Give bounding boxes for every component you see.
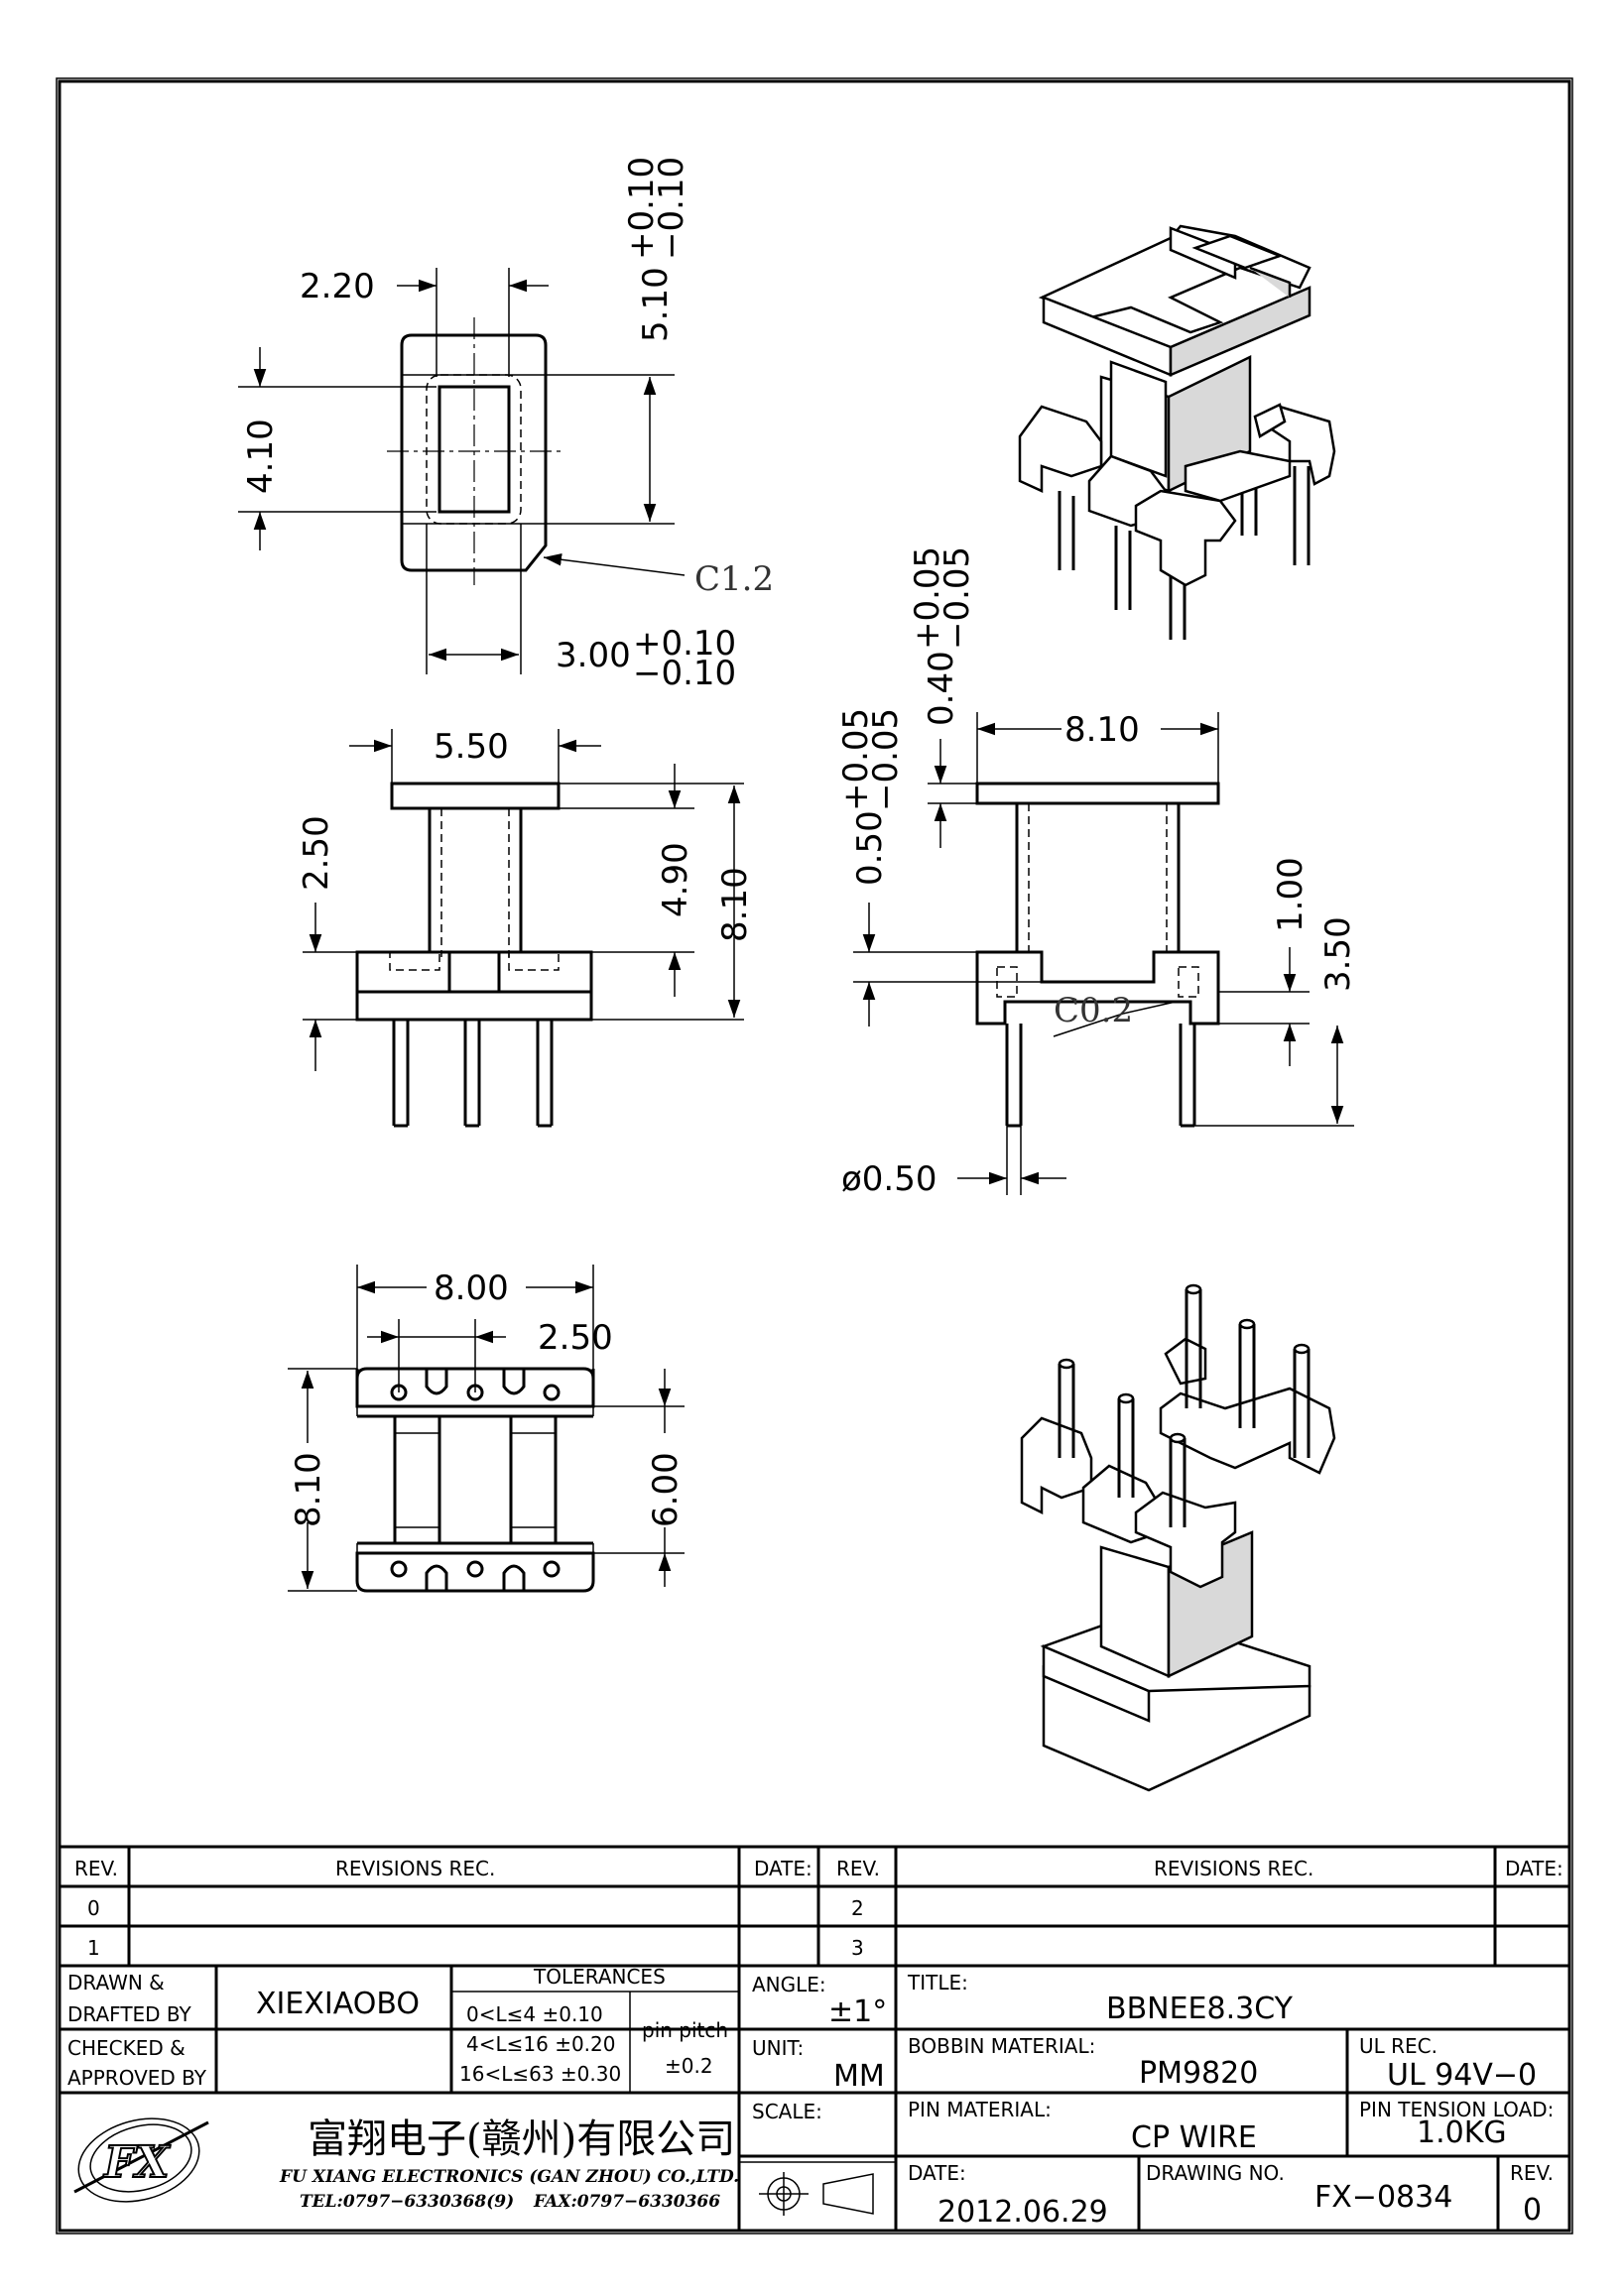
dim-top-outer-width: 3.00 [556,636,631,675]
scale-label: SCALE: [752,2100,822,2123]
date-value: 2012.06.29 [937,2195,1108,2230]
drawn-label-1: DRAWN & [67,1971,165,1994]
rev-header-left: REV. [74,1857,118,1880]
company-tel: TEL:0797−6330368(9) [300,2192,514,2212]
dim-side-step: 1.00 [1271,857,1311,932]
dim-side-flange-thickness-tol-minus: −0.05 [937,546,977,650]
checked-label-1: CHECKED & [67,2036,186,2060]
pin-material-value: CP WIRE [1131,2120,1257,2155]
dim-bottom-inner: 6.00 [646,1452,686,1527]
tolerance-row-1: 0<L≤4 ±0.10 [466,2002,603,2026]
chamfer-note-c1-2: C1.2 [694,559,774,599]
pin-pitch-label: pin pitch [642,2018,728,2042]
pin-tension-value: 1.0KG [1417,2115,1507,2150]
dim-side-flange-thickness: 0.40 [922,651,961,726]
tolerances-header: TOLERANCES [533,1965,666,1989]
front-view: 5.50 2.50 4.90 8.10 [297,727,755,1128]
company-fax: FAX:0797−6330366 [533,2192,720,2212]
rev-header-right: REV. [836,1857,880,1880]
dim-front-flange-height: 2.50 [297,815,336,891]
dim-top-outer-height-tol-minus: −0.10 [652,157,691,260]
dim-top-outer-height-tol-plus: +0.10 [622,157,662,260]
drawn-label-2: DRAFTED BY [67,2002,192,2026]
pin-pitch-value: ±0.2 [665,2054,713,2078]
date-header-left: DATE: [754,1857,812,1880]
drawn-by-value: XIEXIAOBO [256,1987,420,2021]
rev-row-2: 2 [851,1896,864,1920]
projection-symbol-icon [759,2172,874,2216]
chamfer-note-c0-2: C0.2 [1054,991,1133,1030]
pin-material-label: PIN MATERIAL: [908,2098,1052,2121]
revisions-header-right: REVISIONS REC. [1154,1857,1313,1880]
dim-side-pin-length: 3.50 [1318,916,1358,992]
dim-top-outer-width-tol-minus: −0.10 [633,654,736,693]
checked-label-2: APPROVED BY [67,2066,207,2090]
dim-top-outer-height: 5.10 [636,267,676,342]
isometric-view-top [1018,224,1336,640]
tolerance-row-2: 4<L≤16 ±0.20 [466,2032,615,2056]
dim-top-outer-width-tol-plus: +0.10 [633,624,736,664]
angle-label: ANGLE: [752,1973,826,1996]
bobbin-material-value: PM9820 [1139,2056,1258,2091]
dim-bottom-width: 8.00 [434,1269,509,1308]
revisions-header-left: REVISIONS REC. [335,1857,495,1880]
pin-tension-label: PIN TENSION LOAD: [1359,2098,1554,2121]
dim-top-inner-width: 2.20 [300,267,375,306]
tolerance-row-3: 16<L≤63 ±0.30 [459,2062,621,2086]
bottom-view: 8.00 2.50 8.10 6.00 [288,1265,686,1593]
logo-text: FX [102,2137,171,2188]
dim-bottom-height: 8.10 [289,1452,328,1527]
dim-front-top-width: 5.50 [434,727,509,767]
drawing-no-value: FX−0834 [1314,2180,1452,2215]
isometric-view-bottom [1020,1283,1336,1792]
dim-front-total-height: 8.10 [715,867,755,942]
unit-label: UNIT: [752,2036,804,2060]
title-value: BBNEE8.3CY [1106,1992,1294,2026]
sheet-border-outer [56,77,1573,2235]
date-label: DATE: [908,2161,966,2185]
ul-value: UL 94V−0 [1387,2058,1537,2093]
sheet-border-inner [58,79,1571,2233]
rev-value: 0 [1523,2193,1542,2228]
top-view: 2.20 4.10 5.10 +0.10 −0.10 3.00 +0.10 −0… [238,157,774,693]
dim-front-core-height: 4.90 [656,842,695,917]
rev-row-1: 1 [87,1936,100,1960]
drawing-no-label: DRAWING NO. [1146,2161,1285,2185]
bobbin-material-label: BOBBIN MATERIAL: [908,2034,1095,2058]
dim-side-flange-depth-tol-minus: −0.05 [866,708,906,811]
angle-value: ±1° [828,1994,887,2029]
company-name-cn: 富翔电子(赣州)有限公司 [308,2116,735,2162]
dim-side-top-width: 8.10 [1064,710,1140,750]
dim-side-pin-diameter: ø0.50 [841,1159,937,1199]
dim-bottom-pitch: 2.50 [538,1318,613,1358]
dim-side-flange-depth: 0.50 [850,810,890,886]
rev-label: REV. [1510,2161,1554,2185]
ul-label: UL REC. [1359,2034,1437,2058]
side-view: 8.10 0.40 +0.05 −0.05 0.50 +0.05 −0.05 1… [836,546,1358,1199]
rev-row-3: 3 [851,1936,864,1960]
title-label: TITLE: [907,1971,968,1994]
title-block: REV. REVISIONS REC. DATE: REV. REVISIONS… [58,1845,1571,2233]
company-logo-icon: FX [73,2117,209,2203]
date-header-right: DATE: [1505,1857,1563,1880]
rev-row-0: 0 [87,1896,100,1920]
dim-side-flange-depth-tol-plus: +0.05 [836,708,876,811]
dim-top-inner-height: 4.10 [241,419,281,494]
unit-value: MM [833,2059,885,2094]
company-name-en: FU XIANG ELECTRONICS (GAN ZHOU) CO.,LTD. [279,2167,739,2187]
dim-side-flange-thickness-tol-plus: +0.05 [908,546,947,650]
